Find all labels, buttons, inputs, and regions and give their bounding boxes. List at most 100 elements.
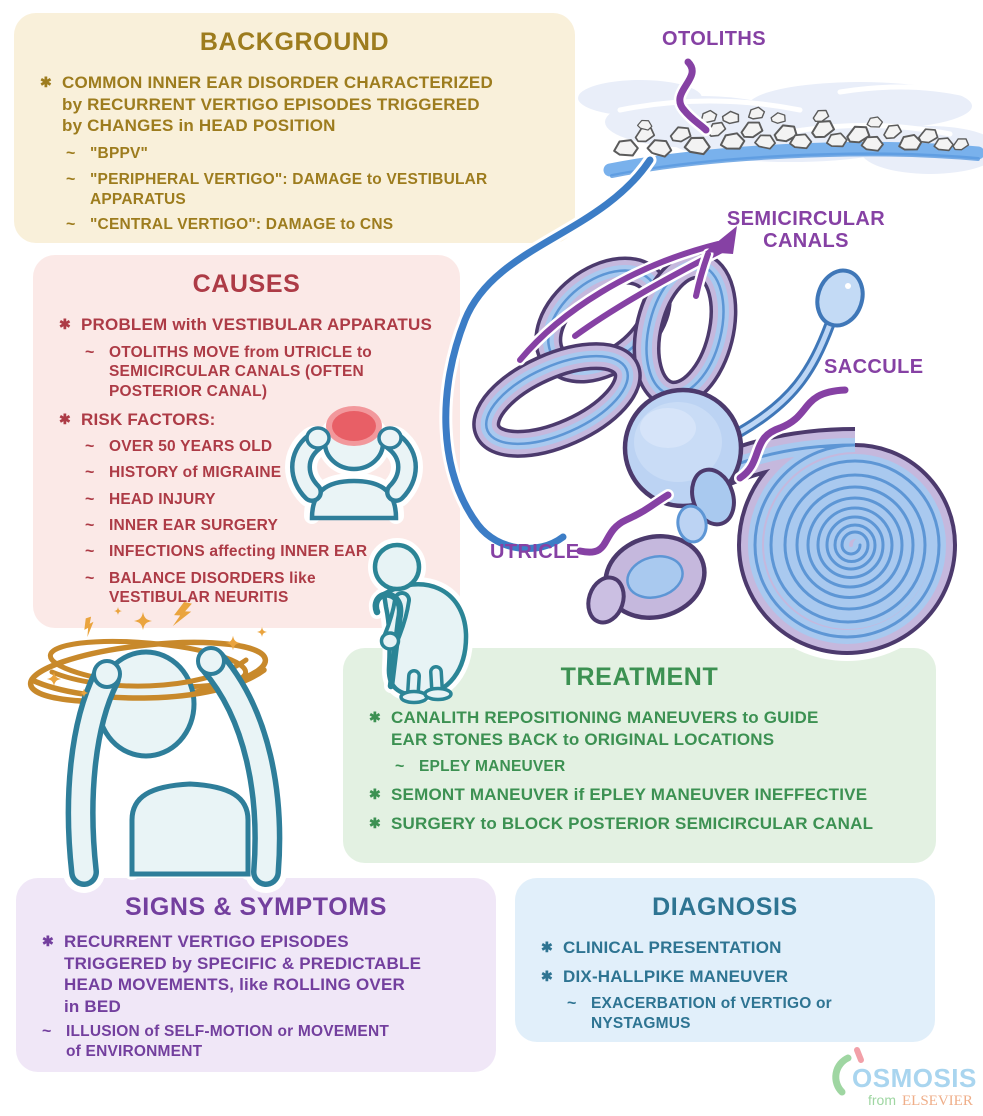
bullet-glyph: ~ [66, 171, 76, 189]
bullet-glyph: ~ [567, 995, 577, 1013]
logo-from-text: from [868, 1092, 896, 1108]
list-item-text: INFECTIONS affecting INNER EAR [109, 543, 368, 561]
signs-symptoms-items: ✱ RECURRENT VERTIGO EPISODES TRIGGERED b… [16, 922, 496, 1062]
list-item-text: DIX-HALLPIKE MANEUVER [563, 966, 789, 986]
list-item: ~ INFECTIONS affecting INNER EAR [85, 542, 442, 562]
list-item: ~ EPLEY MANEUVER [395, 757, 918, 777]
treatment-title: TREATMENT [560, 663, 719, 691]
signs-symptoms-panel: SIGNS & SYMPTOMS ✱ RECURRENT VERTIGO EPI… [16, 878, 496, 1072]
list-item-text: RECURRENT VERTIGO EPISODES TRIGGERED by … [64, 932, 422, 1016]
diagnosis-title: DIAGNOSIS [652, 893, 798, 921]
diagnosis-panel: DIAGNOSIS ✱ CLINICAL PRESENTATION ✱ DIX-… [515, 878, 935, 1042]
list-item: ~ "PERIPHERAL VERTIGO": DAMAGE to VESTIB… [66, 170, 557, 209]
bullet-glyph: ✱ [541, 967, 553, 984]
list-item: ~ OVER 50 YEARS OLD [85, 437, 442, 457]
list-item-text: COMMON INNER EAR DISORDER CHARACTERIZED … [62, 73, 493, 136]
cochlea [722, 445, 939, 637]
list-item-text: "CENTRAL VERTIGO": DAMAGE to CNS [90, 216, 394, 234]
bullet-glyph: ✱ [369, 786, 381, 803]
otoliths-illustration [578, 80, 983, 178]
list-item-text: ILLUSION of SELF-MOTION or MOVEMENT of E… [66, 1023, 390, 1060]
saccule-pointer [736, 386, 849, 482]
list-item: ~ BALANCE DISORDERS like VESTIBULAR NEUR… [85, 569, 442, 608]
list-item: ~ OTOLITHS MOVE from UTRICLE to SEMICIRC… [85, 343, 442, 402]
utricle-label: UTRICLE [490, 541, 580, 563]
logo-publisher-text: ELSEVIER [902, 1093, 973, 1108]
signs-symptoms-title: SIGNS & SYMPTOMS [125, 893, 387, 921]
list-item: ~ HEAD INJURY [85, 490, 442, 510]
logo-pink-tick [854, 1047, 864, 1063]
list-item: ✱ RISK FACTORS: [59, 409, 442, 431]
list-item: ~ "CENTRAL VERTIGO": DAMAGE to CNS [66, 215, 557, 235]
background-items: ✱ COMMON INNER EAR DISORDER CHARACTERIZE… [14, 57, 575, 236]
semicircular-pointer-2 [572, 247, 725, 339]
otoliths-label: OTOLITHS [662, 28, 766, 50]
vestibule [622, 387, 744, 509]
list-item-text: OVER 50 YEARS OLD [109, 438, 273, 456]
bullet-glyph: ✱ [42, 933, 54, 949]
bullet-glyph: ~ [85, 569, 95, 587]
logo-brand-text: OSMOSIS [852, 1063, 977, 1093]
endolymphatic-sac [740, 268, 865, 432]
bullet-glyph: ~ [85, 543, 95, 561]
otolith-membrane [603, 141, 983, 177]
list-item-text: RISK FACTORS: [81, 409, 216, 429]
list-item: ✱ RECURRENT VERTIGO EPISODES TRIGGERED b… [42, 931, 478, 1017]
list-item-text: INNER EAR SURGERY [109, 517, 279, 535]
bullet-glyph: ✱ [369, 815, 381, 832]
semicircular-canals-label: SEMICIRCULAR CANALS [726, 208, 886, 252]
list-item: ~ ILLUSION of SELF-MOTION or MOVEMENT of… [42, 1022, 478, 1061]
list-item: ~ "BPPV" [66, 144, 557, 164]
bullet-glyph: ~ [395, 758, 405, 776]
list-item-text: OTOLITHS MOVE from UTRICLE to SEMICIRCUL… [109, 343, 372, 400]
semicircular-canals-label-line2: CANALS [763, 230, 849, 252]
bullet-glyph: ~ [85, 517, 95, 535]
dizzy-swirl [27, 639, 269, 705]
list-item-text: CANALITH REPOSITIONING MANEUVERS to GUID… [391, 708, 819, 749]
semicircular-pointer-1 [517, 241, 721, 363]
bullet-glyph: ~ [85, 490, 95, 508]
list-item: ✱ SEMONT MANEUVER if EPLEY MANEUVER INEF… [369, 784, 918, 806]
list-item-text: SEMONT MANEUVER if EPLEY MANEUVER INEFFE… [391, 785, 868, 805]
inner-ear-illustration [474, 250, 939, 638]
background-panel: BACKGROUND ✱ COMMON INNER EAR DISORDER C… [14, 13, 575, 243]
list-item-text: PROBLEM with VESTIBULAR APPARATUS [81, 315, 433, 334]
bullet-glyph: ✱ [59, 316, 71, 332]
dizzy-person-illustration [27, 600, 289, 893]
otolith-crystals [612, 106, 970, 160]
otoliths-pointer [676, 58, 710, 134]
semicircular-pointer-3 [693, 251, 711, 299]
bullet-glyph: ~ [42, 1023, 52, 1041]
bullet-glyph: ✱ [40, 74, 52, 90]
saccule-label: SACCULE [824, 356, 924, 378]
list-item-text: "BPPV" [90, 144, 149, 162]
osmosis-logo: OSMOSIS from ELSEVIER [824, 1044, 983, 1109]
list-item: ✱ PROBLEM with VESTIBULAR APPARATUS [59, 314, 442, 336]
list-item-text: HISTORY of MIGRAINE [109, 464, 282, 482]
bullet-glyph: ✱ [369, 709, 381, 725]
background-title: BACKGROUND [199, 28, 390, 56]
list-item-text: CLINICAL PRESENTATION [563, 938, 782, 957]
list-item: ~ HISTORY of MIGRAINE [85, 463, 442, 483]
vestibule-base [586, 534, 707, 625]
bullet-glyph: ✱ [541, 939, 553, 955]
list-item: ✱ CANALITH REPOSITIONING MANEUVERS to GU… [369, 707, 918, 750]
list-item: ~ EXACERBATION of VERTIGO or NYSTAGMUS [567, 994, 917, 1033]
list-item: ~ INNER EAR SURGERY [85, 516, 442, 536]
list-item-text: SURGERY to BLOCK POSTERIOR SEMICIRCULAR … [391, 814, 874, 834]
list-item-text: HEAD INJURY [109, 490, 216, 508]
bullet-glyph: ~ [85, 464, 95, 482]
causes-panel: CAUSES ✱ PROBLEM with VESTIBULAR APPARAT… [33, 255, 460, 628]
logo-green-arc [832, 1054, 852, 1096]
treatment-items: ✱ CANALITH REPOSITIONING MANEUVERS to GU… [343, 692, 936, 835]
bullet-glyph: ~ [85, 343, 95, 361]
list-item-text: EXACERBATION of VERTIGO or NYSTAGMUS [591, 995, 837, 1032]
diagnosis-items: ✱ CLINICAL PRESENTATION ✱ DIX-HALLPIKE M… [515, 922, 935, 1034]
bullet-glyph: ✱ [59, 410, 71, 427]
bullet-glyph: ~ [66, 216, 76, 234]
list-item-text: EPLEY MANEUVER [419, 758, 566, 776]
list-item: ✱ DIX-HALLPIKE MANEUVER [541, 966, 917, 988]
list-item-text: BALANCE DISORDERS like VESTIBULAR NEURIT… [109, 569, 316, 607]
list-item: ✱ COMMON INNER EAR DISORDER CHARACTERIZE… [40, 72, 557, 137]
